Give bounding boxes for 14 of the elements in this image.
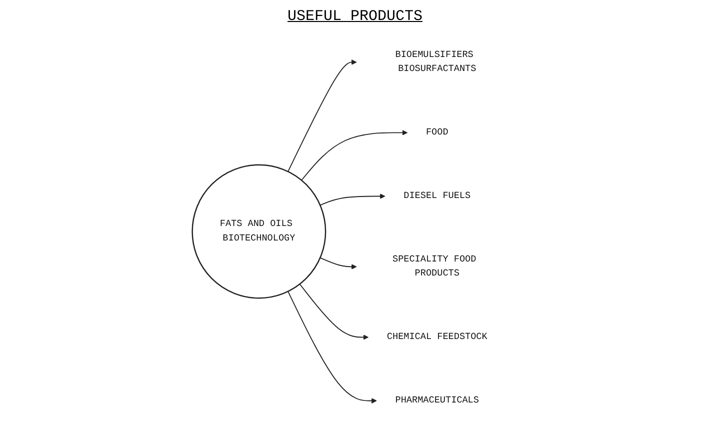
arrow [299, 284, 369, 340]
diagram-title: USEFUL PRODUCTS [286, 8, 424, 27]
node-text: PHARMACEUTICALS [395, 395, 479, 406]
node-text: SPECIALITY FOOD PRODUCTS [392, 254, 476, 279]
node-text: BIOEMULSIFIERS BIOSURFACTANTS [395, 49, 476, 74]
arrow [301, 130, 408, 181]
arrow [288, 59, 357, 172]
node-text: CHEMICAL FEEDSTOCK [386, 332, 488, 342]
node-text: DIESEL FUELS [404, 190, 471, 202]
node-text: FOOD [426, 126, 448, 138]
node-circle: FATS AND OILS BIOTECHNOLOGY [192, 164, 326, 299]
arrow [320, 194, 386, 206]
arrow [320, 257, 357, 270]
arrow [288, 290, 377, 404]
